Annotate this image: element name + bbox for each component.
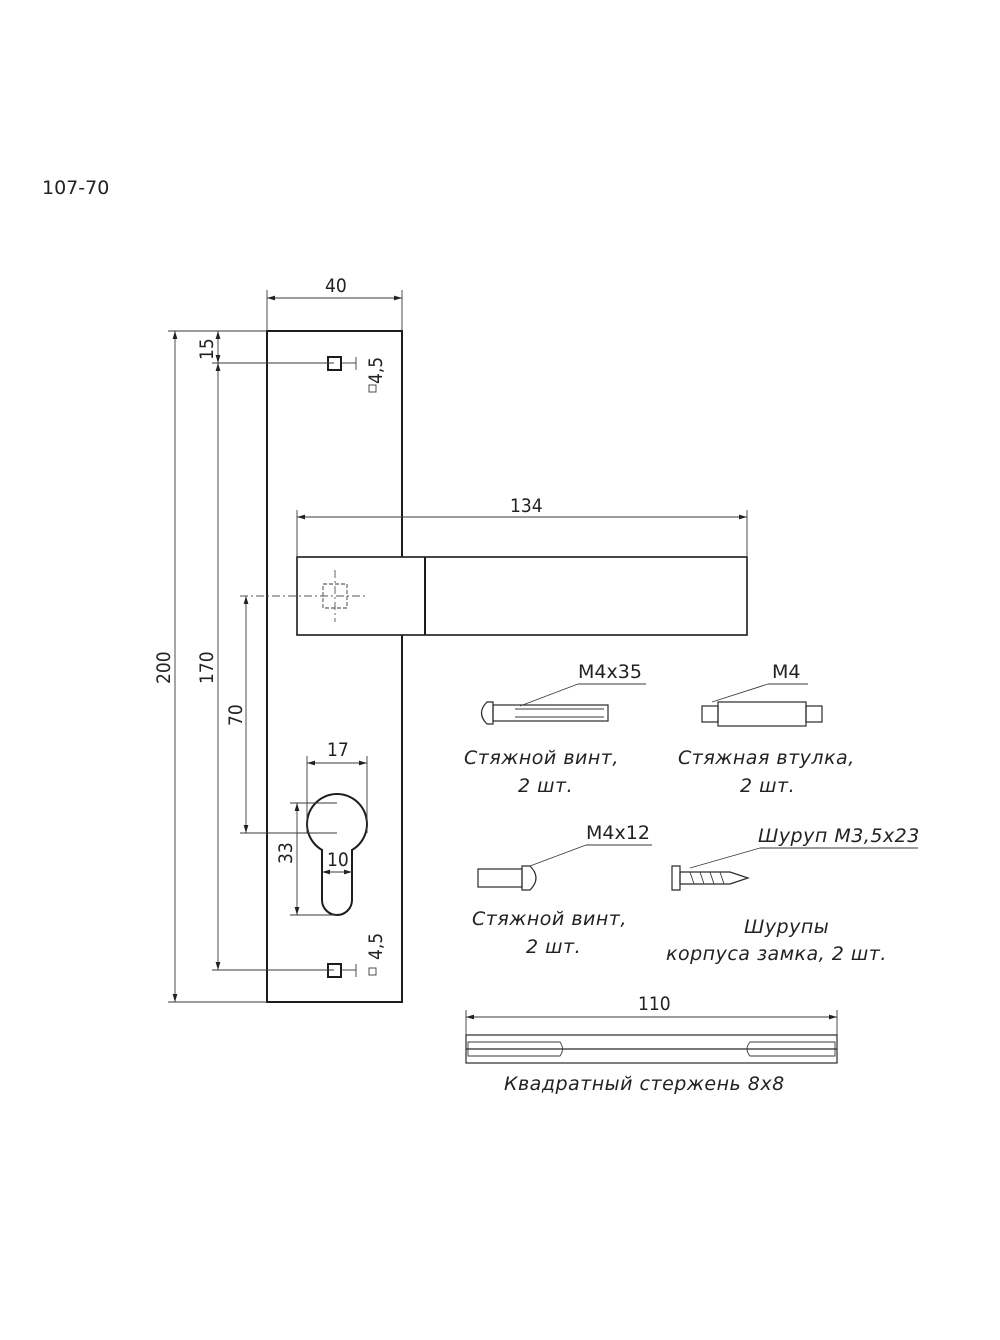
dim-hole-spacing: 170 xyxy=(196,651,218,684)
name-square-rod: Квадратный стержень 8х8 xyxy=(504,1073,785,1095)
dim-top-offset: 15 xyxy=(196,338,218,360)
qty-screw-long: 2 шт. xyxy=(518,775,573,797)
dim-plate-width: 40 xyxy=(325,275,347,297)
dim-handle-to-cylinder: 70 xyxy=(225,704,247,726)
dim-line-top-offset xyxy=(212,331,334,364)
model-code: 107-70 xyxy=(42,177,109,199)
part-wood-screw xyxy=(671,847,918,891)
dim-screw-hole-top: 4,5 xyxy=(365,357,387,384)
spec-screw-long: M4x35 xyxy=(578,661,642,683)
dim-line-handle-to-cylinder xyxy=(240,596,337,834)
name-sleeve: Стяжная втулка, xyxy=(678,747,855,769)
spec-sleeve: M4 xyxy=(772,661,800,683)
dim-line-plate-width xyxy=(266,290,403,331)
back-plate xyxy=(266,330,403,1003)
dim-cylinder-slot: 10 xyxy=(327,849,349,871)
spec-screw-short: M4x12 xyxy=(586,822,650,844)
dim-total-height: 200 xyxy=(153,651,175,684)
spec-wood-screw: Шуруп М3,5х23 xyxy=(758,825,920,847)
screw-hole-top xyxy=(327,356,377,393)
qty-screw-short: 2 шт. xyxy=(526,936,581,958)
screw-hole-bottom xyxy=(327,963,377,978)
part-square-rod xyxy=(465,1034,838,1064)
qty-wood-screw: корпуса замка, 2 шт. xyxy=(666,943,887,965)
part-screw-short xyxy=(477,844,652,891)
qty-sleeve: 2 шт. xyxy=(740,775,795,797)
dim-cylinder-width: 17 xyxy=(327,739,349,761)
dim-cylinder-height: 33 xyxy=(275,842,297,864)
dim-line-cylinder-width xyxy=(306,756,368,833)
handle-lever xyxy=(240,556,748,636)
dim-line-cylinder-height xyxy=(290,802,337,916)
name-screw-short: Стяжной винт, xyxy=(472,908,627,930)
dim-screw-hole-bottom: 4,5 xyxy=(365,933,387,960)
part-screw-long xyxy=(480,683,646,725)
dim-line-handle-length xyxy=(296,510,748,557)
dim-line-hole-spacing xyxy=(212,363,334,971)
dim-handle-length: 134 xyxy=(510,495,543,517)
name-wood-screw: Шурупы xyxy=(744,916,829,938)
part-sleeve xyxy=(701,683,823,727)
dim-rod-length: 110 xyxy=(638,993,671,1015)
name-screw-long: Стяжной винт, xyxy=(464,747,619,769)
